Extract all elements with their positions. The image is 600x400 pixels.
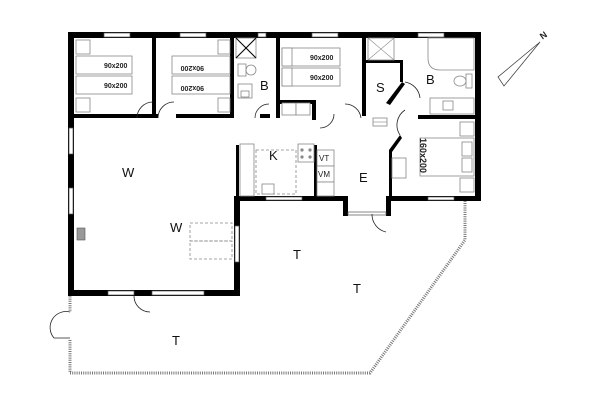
bed-size-label: 90x200 [181,84,204,91]
utility: VT VM [316,149,335,197]
room-label-terrace-2: T [353,281,361,296]
room-label-bathroom-2: B [426,72,435,87]
bed-size-label: 90x200 [104,63,127,70]
terrace-outline [68,199,467,375]
bed-size-label: 90x200 [310,55,333,62]
bedroom-2: 90x200 90x200 [171,39,231,113]
room-label-terrace-1: T [293,247,301,262]
compass-icon: N [497,29,549,87]
room-label-entrance: E [359,170,368,185]
bed-size-label: 90x200 [104,83,127,90]
bathroom-2: B [426,37,475,115]
interior-walls [68,36,478,200]
kitchen: K [239,143,315,197]
doors [49,81,421,339]
master-bedroom: 160x200 [391,121,475,193]
bedroom-1: 90x200 90x200 [75,39,133,113]
utility-label-vt: VT [319,154,329,163]
utility-label-vm: VM [318,170,330,179]
living-room: W W [76,165,233,260]
room-label-sauna: S [376,80,385,95]
room-label-terrace-3: T [172,333,180,348]
bed-size-label: 160x200 [418,138,428,173]
bathroom-1: B [235,37,269,99]
room-label-kitchen: K [269,148,278,163]
room-label-living-1: W [122,165,135,180]
bedroom-3: 90x200 90x200 [281,47,341,116]
sauna: S [367,37,395,127]
bed-size-label: 90x200 [181,64,204,71]
room-label-living-2: W [170,220,183,235]
windows [68,32,455,296]
compass-north-label: N [538,29,549,41]
bed-size-label: 90x200 [310,75,333,82]
room-label-bathroom-1: B [260,78,269,93]
